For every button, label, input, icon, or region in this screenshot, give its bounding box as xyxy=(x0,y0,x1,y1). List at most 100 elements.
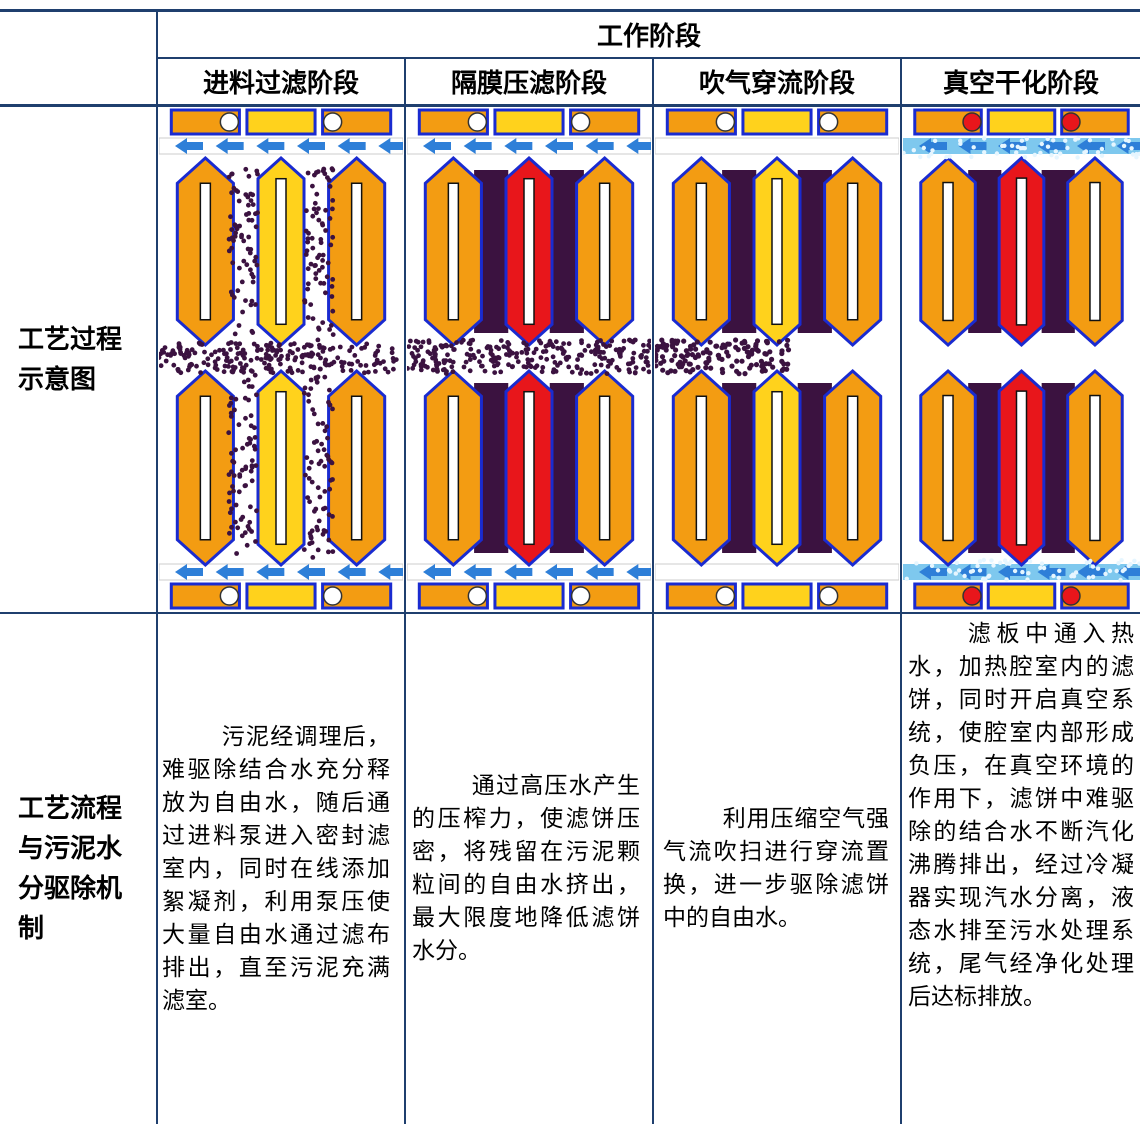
sludge-particle xyxy=(246,202,251,208)
vapor-bubble xyxy=(911,148,916,153)
sludge-particle xyxy=(418,367,424,373)
sludge-particle xyxy=(253,539,258,544)
sludge-particle xyxy=(724,349,730,355)
sludge-particle xyxy=(326,362,332,368)
filter-plate-1-2-core xyxy=(350,395,363,541)
vapor-bubble xyxy=(1110,136,1115,142)
sludge-particle xyxy=(251,443,257,449)
schematic-svg-2 xyxy=(407,108,651,610)
sludge-particle xyxy=(309,479,315,485)
sludge-particle xyxy=(310,316,316,321)
vapor-bubble xyxy=(1126,563,1131,569)
header-bar-0-1 xyxy=(741,108,813,136)
sludge-particle xyxy=(687,343,694,349)
vapor-bubble xyxy=(1111,142,1116,147)
vapor-bubble xyxy=(1002,558,1008,563)
sludge-particle xyxy=(315,527,320,533)
sludge-particle xyxy=(212,359,218,365)
sludge-particle xyxy=(236,489,242,495)
sludge-particle xyxy=(322,374,328,380)
sludge-particle xyxy=(317,345,323,350)
vapor-bubble xyxy=(1071,574,1077,579)
sludge-particle xyxy=(641,366,646,372)
vapor-bubble xyxy=(1073,570,1079,575)
sludge-particle xyxy=(348,368,354,373)
sludge-particle xyxy=(337,344,343,350)
vapor-bubble xyxy=(1095,150,1101,155)
sludge-particle xyxy=(246,384,252,389)
sludge-particle xyxy=(686,361,692,367)
sludge-particle xyxy=(246,234,252,240)
sludge-particle xyxy=(327,216,333,221)
sludge-particle xyxy=(529,357,535,363)
sludge-particle xyxy=(252,258,258,264)
sludge-particle xyxy=(339,364,345,369)
sludge-particle xyxy=(302,298,308,303)
flow-arrow-0-0 xyxy=(423,138,451,154)
sludge-particle xyxy=(592,362,598,368)
schematic-vacuum-drying xyxy=(903,108,1140,610)
filter-plate-0-0-core xyxy=(199,182,212,321)
header-bar-0-1 xyxy=(986,108,1057,136)
sludge-particle xyxy=(582,348,588,353)
sludge-particle xyxy=(170,348,176,354)
valve-1-0 xyxy=(715,586,736,606)
sludge-particle xyxy=(268,356,274,361)
vapor-bubble xyxy=(904,576,909,581)
sludge-particle xyxy=(538,355,544,360)
header-bar-0-1 xyxy=(245,108,317,136)
sludge-particle xyxy=(239,533,245,539)
sludge-particle xyxy=(320,258,325,263)
sludge-particle xyxy=(459,339,464,345)
sludge-particle xyxy=(288,342,294,347)
sludge-particle xyxy=(609,357,615,363)
sludge-particle xyxy=(231,238,236,244)
vapor-bubble xyxy=(1121,143,1127,149)
sludge-particle xyxy=(672,353,678,359)
col-divider-4 xyxy=(900,58,902,1124)
table-subhead-rule xyxy=(157,57,1140,59)
sludge-particle xyxy=(734,358,740,364)
vapor-bubble xyxy=(977,568,983,573)
sludge-particle xyxy=(602,355,608,361)
sludge-particle xyxy=(352,353,358,358)
sludge-particle xyxy=(248,368,254,374)
sludge-particle xyxy=(330,198,336,203)
sludge-particle xyxy=(598,349,604,355)
sludge-particle xyxy=(248,413,254,419)
sludge-particle xyxy=(689,352,695,358)
sludge-particle xyxy=(287,349,293,354)
valve-1-2 xyxy=(570,586,591,606)
sludge-particle xyxy=(439,344,445,350)
flow-arrow-0-3 xyxy=(297,138,325,154)
sludge-particle xyxy=(240,514,246,520)
header-bar-0-1 xyxy=(493,108,565,136)
sludge-particle xyxy=(233,447,238,453)
sludge-particle xyxy=(450,369,456,375)
vapor-bubble xyxy=(977,559,983,564)
sludge-particle xyxy=(630,356,636,361)
filter-plate-0-2-core xyxy=(1089,181,1101,322)
sludge-particle xyxy=(246,526,252,532)
sludge-particle xyxy=(575,357,580,362)
sludge-particle xyxy=(445,352,450,358)
sludge-particle xyxy=(346,361,352,367)
sludge-particle xyxy=(234,356,239,361)
sludge-particle xyxy=(785,347,792,353)
sludge-particle xyxy=(270,370,276,376)
sludge-particle xyxy=(236,323,242,328)
sludge-particle xyxy=(660,344,666,350)
sludge-particle xyxy=(316,325,321,331)
sludge-particle xyxy=(228,347,233,352)
sludge-particle xyxy=(646,369,651,375)
valve-0-0 xyxy=(715,112,736,132)
sludge-particle xyxy=(308,386,314,391)
sludge-particle xyxy=(618,354,623,359)
flow-arrow-0-5 xyxy=(626,138,651,154)
sludge-particle xyxy=(250,330,256,335)
sludge-particle xyxy=(232,331,238,337)
sludge-particle xyxy=(609,338,615,344)
vapor-bubble xyxy=(1014,150,1019,155)
sludge-particle xyxy=(325,454,331,459)
filter-plate-1-0-core xyxy=(942,394,954,542)
